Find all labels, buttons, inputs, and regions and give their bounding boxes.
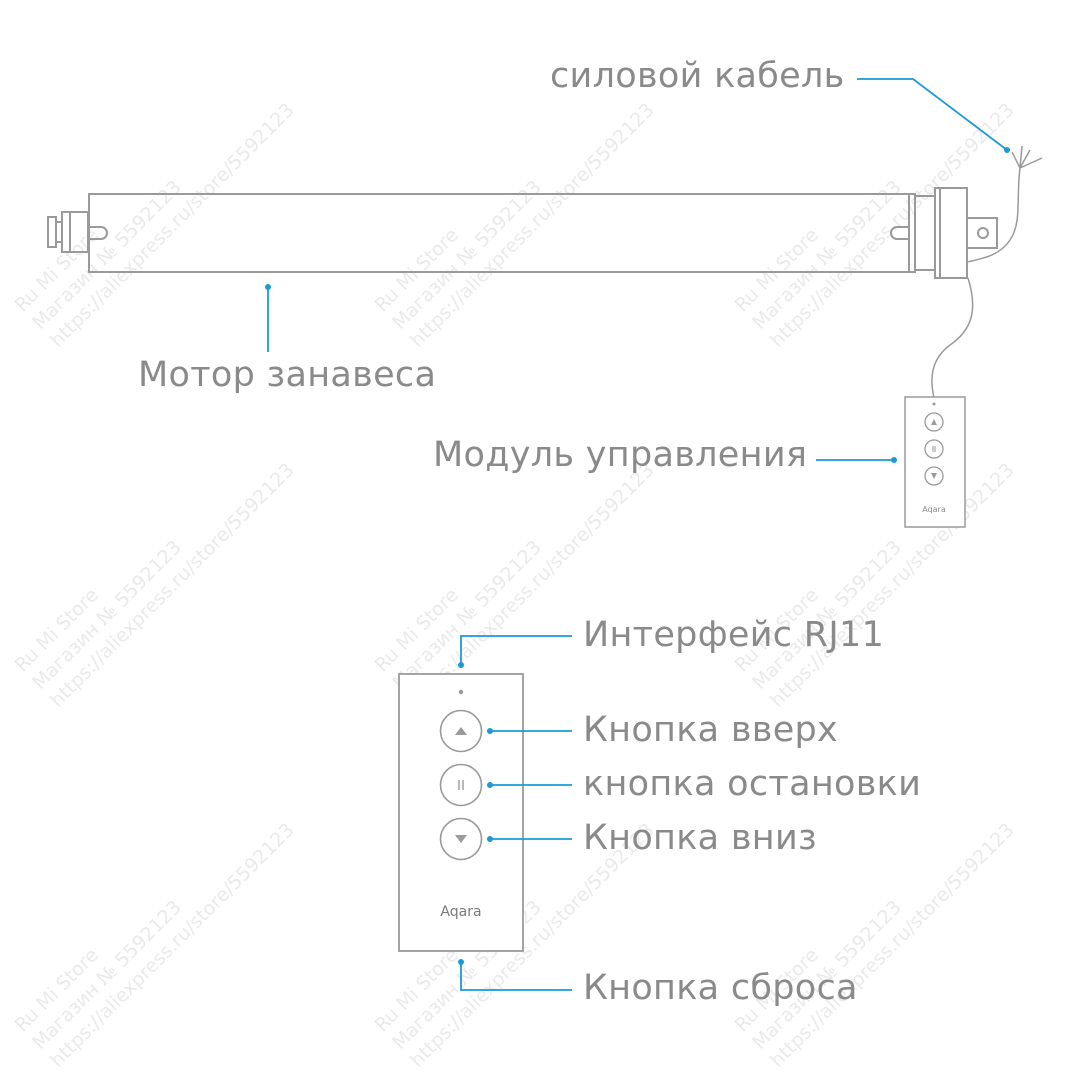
arrow-up-icon [455, 727, 467, 735]
leader-dots [265, 147, 1010, 965]
reset-button-label: Кнопка сброса [583, 968, 858, 1008]
up-button[interactable] [439, 709, 483, 753]
leader-lines [267, 78, 1008, 991]
curtain-motor [47, 187, 998, 279]
down-button-label: Кнопка вниз [583, 818, 817, 858]
brand-logo-small: Aqara [922, 505, 946, 514]
rj11-port [458, 689, 464, 695]
control-module-label: Модуль управления [433, 435, 808, 475]
down-button[interactable] [439, 817, 483, 861]
brand-logo: Aqara [440, 904, 481, 920]
stop-button[interactable] [439, 763, 483, 807]
control-module-small: Aqara [904, 396, 966, 528]
pause-icon [458, 780, 464, 790]
arrow-down-icon [455, 835, 467, 843]
control-module-cable [931, 277, 974, 399]
control-module-large: Aqara [398, 673, 524, 952]
power-cable-label: силовой кабель [550, 56, 845, 96]
stop-button-label: кнопка остановки [583, 764, 922, 804]
up-button-label: Кнопка вверх [583, 710, 839, 750]
rj11-interface-label: Интерфейс RJ11 [583, 615, 885, 655]
power-cable [966, 167, 1021, 263]
curtain-motor-label: Мотор занавеса [138, 355, 437, 395]
power-cable-wires [1011, 145, 1043, 169]
